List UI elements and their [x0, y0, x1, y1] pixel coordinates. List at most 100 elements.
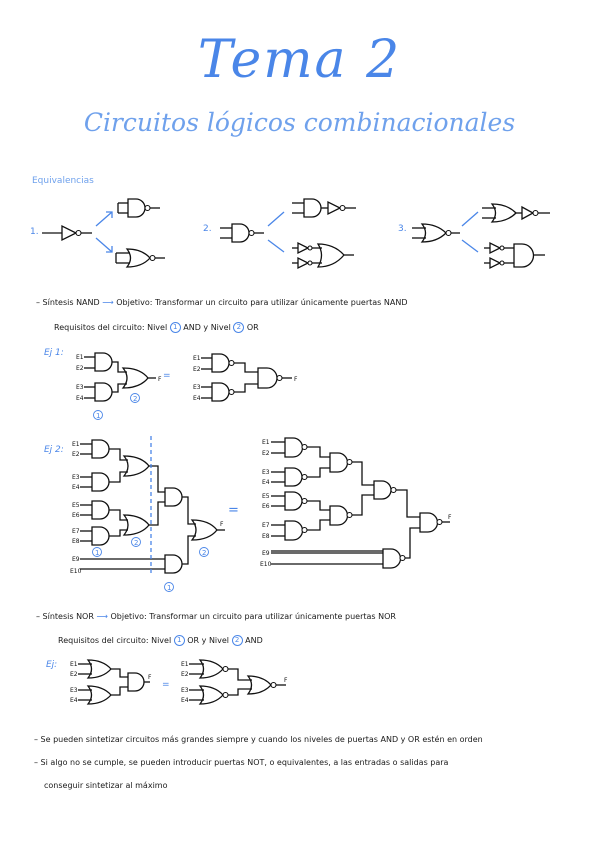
and-gate — [91, 472, 110, 492]
input-label: E5 — [72, 502, 80, 509]
note-line-3: conseguir sintetizar al máximo — [44, 781, 168, 790]
nand-example-2-equals: = — [228, 503, 239, 518]
input-label: E3 — [262, 469, 270, 476]
arrow-head-icon — [106, 246, 113, 253]
equivalence-number-2: 2. — [203, 224, 212, 234]
level-2-badge: 2 — [133, 395, 137, 403]
input-label: E1 — [193, 355, 201, 362]
nand-intro: – Síntesis NAND ⟶ Objetivo: Transformar … — [36, 298, 407, 307]
output-label: F — [148, 674, 152, 681]
note-line-1: – Se pueden sintetizar circuitos más gra… — [34, 735, 483, 744]
and-gate — [164, 554, 183, 574]
input-label: E4 — [70, 697, 78, 704]
input-label: E3 — [193, 384, 201, 391]
or-gate — [190, 519, 218, 541]
input-label: E4 — [193, 395, 201, 402]
nand-req-mid: AND y Nivel — [180, 323, 234, 332]
input-label: E3 — [72, 474, 80, 481]
input-label: E1 — [181, 661, 189, 668]
nand-gate — [117, 198, 160, 218]
nor-gate — [412, 223, 460, 243]
note-line-2: – Si algo no se cumple, se pueden introd… — [34, 758, 449, 767]
arrow-icon — [267, 239, 285, 253]
and-gate — [91, 526, 110, 546]
or-gate — [86, 659, 112, 679]
nor-intro: – Síntesis NOR ⟶ Objetivo: Transformar u… — [36, 612, 396, 621]
and-not-gate — [292, 198, 356, 218]
arrow-icon: ⟶ — [96, 612, 108, 621]
nor-intro-prefix: – Síntesis NOR — [36, 612, 97, 621]
and-gate — [94, 352, 113, 372]
level-2-badge: 2 — [134, 539, 138, 547]
input-label: E2 — [76, 365, 84, 372]
level-2-badge: 2 — [231, 635, 243, 646]
or-gate — [86, 685, 112, 705]
level-1-badge: 1 — [167, 584, 171, 592]
input-label: E4 — [76, 395, 84, 402]
input-label: E3 — [76, 384, 84, 391]
not-or-gate — [292, 241, 354, 270]
output-label: F — [158, 376, 162, 383]
and-gate — [94, 382, 113, 402]
output-label: F — [284, 677, 288, 684]
arrow-icon — [95, 237, 113, 253]
nand-gate — [220, 223, 264, 243]
or-gate — [122, 514, 150, 536]
and-gate — [127, 672, 145, 692]
equivalence-number-3: 3. — [398, 224, 407, 234]
nand-req-end: OR — [244, 323, 259, 332]
input-label: E10 — [70, 568, 82, 575]
nor-gate — [246, 675, 272, 695]
input-label: E8 — [262, 533, 270, 540]
level-1-badge: 1 — [96, 412, 100, 420]
page-title: Tema 2 — [197, 30, 402, 90]
arrow-icon — [95, 211, 113, 227]
or-gate — [122, 455, 150, 477]
equivalence-number-1: 1. — [30, 227, 39, 237]
input-label: E10 — [260, 561, 272, 568]
nand-example-1-equals: = — [163, 371, 171, 381]
level-1-badge: 1 — [95, 549, 99, 557]
nand-req-prefix: Requisitos del circuito: Nivel — [54, 323, 170, 332]
input-label: E4 — [72, 484, 80, 491]
input-label: E7 — [72, 528, 80, 535]
nor-example-equals: = — [162, 680, 170, 690]
equivalence-3-diagram — [412, 203, 550, 270]
level-1-badge: 1 — [173, 635, 185, 646]
nand-intro-rest: Objetivo: Transformar un circuito para u… — [113, 298, 408, 307]
nand-requirements: Requisitos del circuito: Nivel 1 AND y N… — [54, 322, 259, 333]
input-label: E7 — [262, 522, 270, 529]
arrow-icon — [461, 239, 479, 253]
input-label: E6 — [72, 512, 80, 519]
input-label: E2 — [70, 671, 78, 678]
output-label: F — [220, 521, 224, 528]
input-label: E4 — [262, 479, 270, 486]
nor-req-end: AND — [242, 636, 263, 645]
input-label: E2 — [72, 451, 80, 458]
and-gate — [91, 439, 110, 459]
input-label: E8 — [72, 538, 80, 545]
nor-req-mid: OR y Nivel — [184, 636, 232, 645]
page-subtitle: Circuitos lógicos combinacionales — [83, 108, 516, 137]
input-label: E1 — [262, 439, 270, 446]
nor-requirements: Requisitos del circuito: Nivel 1 OR y Ni… — [58, 635, 263, 646]
or-gate — [121, 367, 149, 389]
or-gate — [198, 659, 224, 679]
or-gate — [198, 685, 224, 705]
arrow-icon — [267, 211, 285, 227]
input-label: E1 — [72, 441, 80, 448]
arrow-icon: ⟶ — [102, 298, 114, 307]
output-label: F — [294, 376, 298, 383]
arrow-head-icon — [106, 211, 113, 218]
and-gate — [164, 487, 183, 507]
level-2-badge: 2 — [233, 322, 245, 333]
input-label: E3 — [181, 687, 189, 694]
input-label: E5 — [262, 493, 270, 500]
input-label: E4 — [181, 697, 189, 704]
level-1-badge: 1 — [169, 322, 181, 333]
input-label: E2 — [193, 366, 201, 373]
nor-example-label: Ej: — [46, 660, 58, 670]
equivalence-2-diagram — [220, 198, 356, 270]
